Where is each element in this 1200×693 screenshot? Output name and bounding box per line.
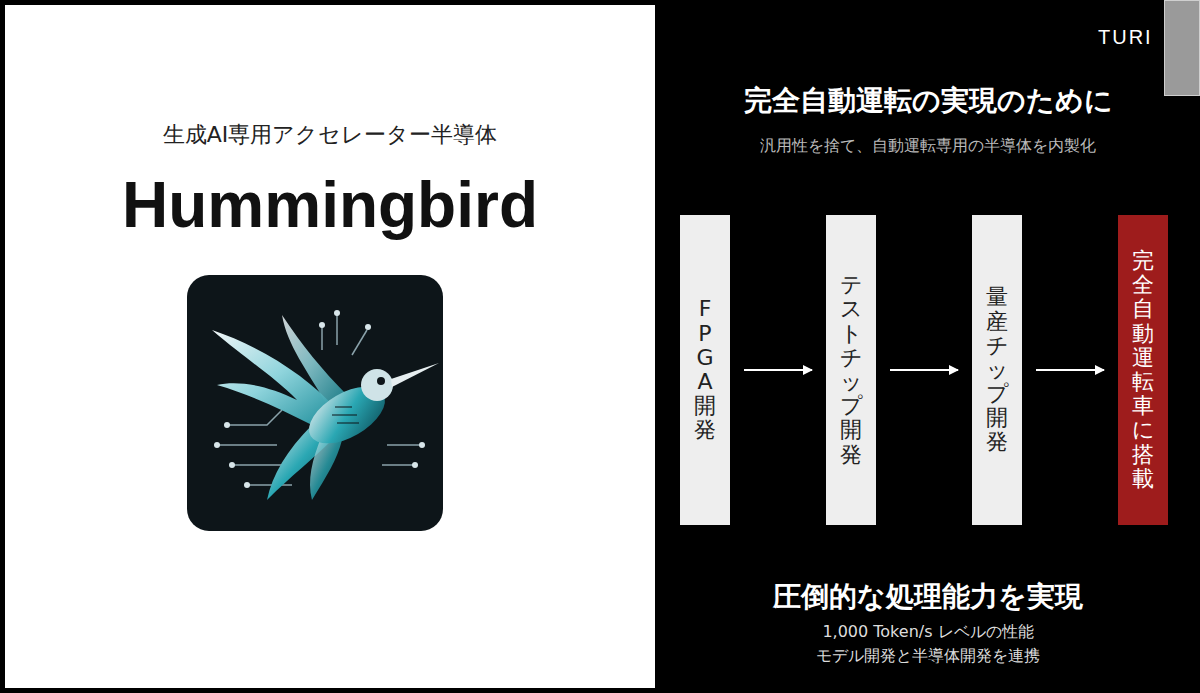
process-box: テストチップ開発: [826, 215, 876, 525]
subtitle: 生成AI専用アクセレーター半導体: [30, 120, 630, 150]
goal-box: 完全自動運転車に搭載: [1118, 215, 1168, 525]
logo-text: TURI: [1098, 26, 1153, 49]
vertical-label: 完全自動運転車に搭載: [1132, 249, 1154, 491]
note-line: モデル開発と半導体開発を連携: [628, 646, 1200, 667]
section-heading: 圧倒的な処理能力を実現: [628, 578, 1200, 616]
vertical-label: テストチップ開発: [840, 273, 862, 467]
vertical-label: 量産チップ開発: [986, 285, 1008, 454]
slide-title: 完全自動運転の実現のために: [628, 82, 1200, 120]
product-name: Hummingbird: [30, 168, 630, 242]
hummingbird-logo: [187, 275, 443, 531]
flow-arrow: [744, 369, 812, 371]
process-box: 量産チップ開発: [972, 215, 1022, 525]
note-line: 1,000 Token/s レベルの性能: [628, 622, 1200, 643]
webcam-thumbnail: [1164, 0, 1200, 96]
process-box: FPGA開発: [680, 215, 730, 525]
subheading: 汎用性を捨て、自動運転専用の半導体を内製化: [628, 136, 1200, 157]
flow-arrow: [1036, 369, 1104, 371]
vertical-label: FPGA開発: [694, 297, 716, 442]
flow-arrow: [890, 369, 958, 371]
